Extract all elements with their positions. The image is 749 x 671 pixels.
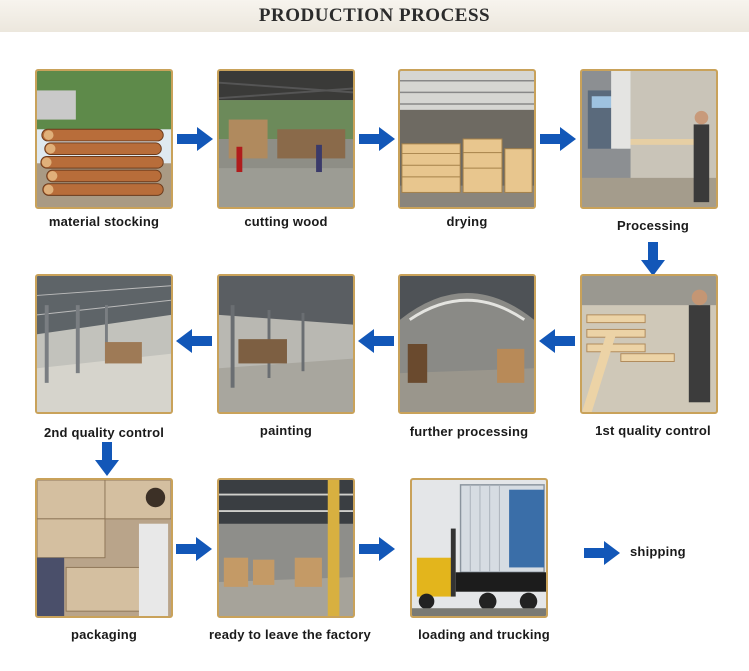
arrow-right-icon [584, 541, 620, 565]
arrow-right-icon [540, 127, 576, 151]
arrow-left-icon [539, 329, 575, 353]
caption-shipping: shipping [630, 544, 686, 559]
title-banner: PRODUCTION PROCESS [0, 0, 749, 32]
arrow-down-icon [641, 242, 665, 276]
arrow-right-icon [359, 537, 395, 561]
caption-packaging: packaging [70, 627, 138, 642]
caption-cutting-wood: cutting wood [244, 214, 328, 229]
arrow-left-icon [358, 329, 394, 353]
arrow-right-icon [177, 127, 213, 151]
photo-painting [217, 274, 355, 414]
photo-packaging [35, 478, 173, 618]
photo-2nd-quality-control [35, 274, 173, 414]
caption-ready-to-leave: ready to leave the factory [209, 627, 371, 642]
caption-further-processing: further processing [409, 424, 529, 439]
caption-painting: painting [259, 423, 313, 438]
photo-1st-quality-control [580, 274, 718, 414]
arrow-right-icon [176, 537, 212, 561]
photo-loading-and-trucking [410, 478, 548, 618]
arrow-right-icon [359, 127, 395, 151]
caption-loading-and-trucking: loading and trucking [418, 627, 550, 642]
photo-processing [580, 69, 718, 209]
caption-drying: drying [446, 214, 488, 229]
photo-material-stocking [35, 69, 173, 209]
caption-2nd-quality-control: 2nd quality control [43, 425, 165, 440]
arrow-left-icon [176, 329, 212, 353]
caption-processing: Processing [616, 218, 690, 233]
photo-ready-to-leave [217, 478, 355, 618]
arrow-down-icon [95, 442, 119, 476]
photo-drying [398, 69, 536, 209]
caption-1st-quality-control: 1st quality control [595, 423, 711, 438]
photo-further-processing [398, 274, 536, 414]
caption-material-stocking: material stocking [48, 214, 160, 229]
page-title: PRODUCTION PROCESS [258, 5, 491, 26]
photo-cutting-wood [217, 69, 355, 209]
